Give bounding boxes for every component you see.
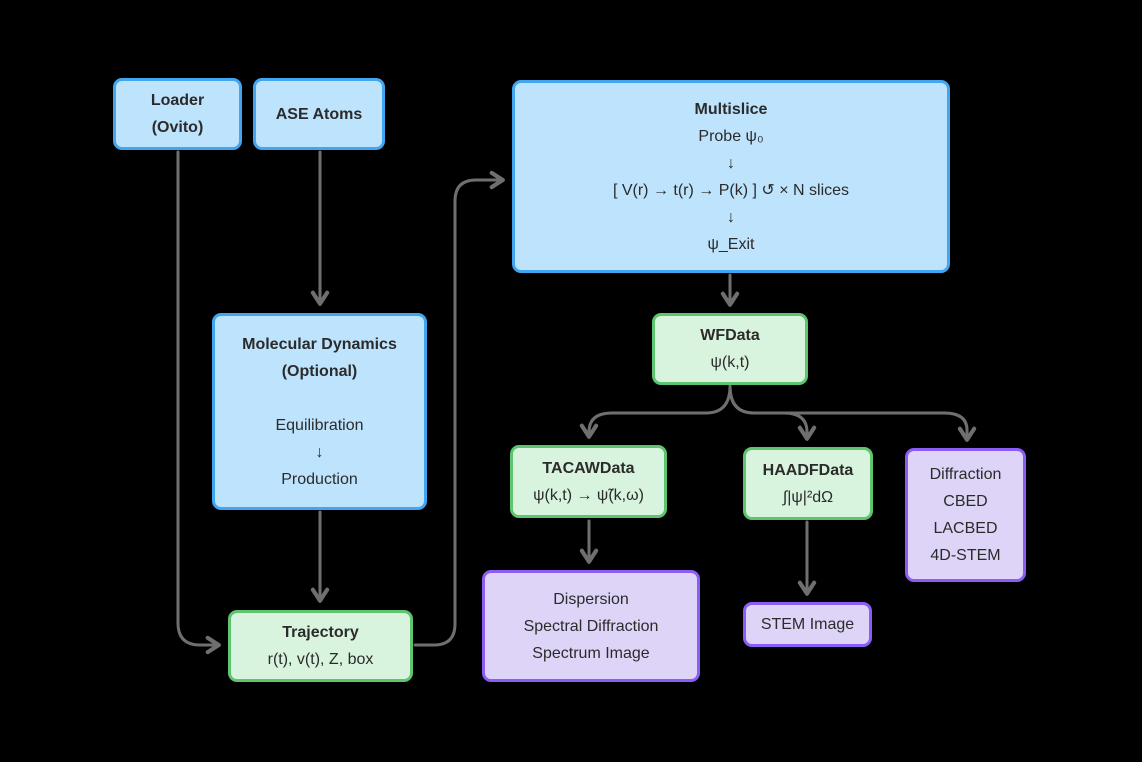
node-md-title: Molecular Dynamics (242, 335, 397, 353)
node-wfdata: WFData ψ(k,t) (652, 313, 808, 385)
down-arrow-glyph: ↓ (727, 154, 735, 172)
node-md-line: Production (281, 470, 358, 488)
node-diffraction-line: CBED (943, 493, 988, 510)
node-trajectory-title: Trajectory (282, 624, 359, 641)
node-diffraction-line: Diffraction (929, 466, 1002, 483)
node-tacawdata: TACAWData ψ(k,t) → ψ̃(k,ω) (510, 445, 667, 518)
node-loader: Loader (Ovito) (113, 78, 242, 150)
node-multislice-line: ψ_Exit (707, 235, 755, 253)
connector-wfdata-tacawdata (579, 384, 732, 439)
node-ase-atoms: ASE Atoms (253, 78, 385, 150)
node-diffraction: Diffraction CBED LACBED 4D-STEM (905, 448, 1026, 582)
node-multislice-line: Probe ψ₀ (698, 127, 764, 145)
node-diffraction-line: 4D-STEM (930, 547, 1001, 564)
node-dispersion-line: Spectral Diffraction (523, 617, 659, 635)
connector-wfdata-diffraction (728, 384, 977, 442)
node-haadfdata-title: HAADFData (762, 461, 854, 479)
node-multislice: Multislice Probe ψ₀ ↓ [ V(r) → t(r) → P(… (512, 80, 950, 273)
node-tacawdata-title: TACAWData (542, 459, 635, 477)
connector-loader-trajectory (176, 150, 221, 655)
node-stem-image-line: STEM Image (760, 616, 855, 633)
node-diffraction-line: LACBED (933, 520, 998, 537)
node-loader-line: Loader (150, 92, 205, 109)
node-wfdata-line: ψ(k,t) (710, 354, 750, 371)
down-arrow-glyph: ↓ (727, 208, 735, 226)
node-trajectory: Trajectory r(t), v(t), Z, box (228, 610, 413, 682)
node-md-title: (Optional) (281, 362, 358, 380)
down-arrow-glyph: ↓ (315, 443, 324, 461)
node-trajectory-line: r(t), v(t), Z, box (267, 651, 374, 668)
node-tacawdata-line: ψ(k,t) → ψ̃(k,ω) (533, 486, 644, 504)
node-ase-atoms-line: ASE Atoms (275, 105, 363, 123)
node-dispersion-line: Spectrum Image (532, 644, 650, 662)
node-multislice-line: [ V(r) → t(r) → P(k) ] ↺ × N slices (612, 181, 850, 199)
connector-trajectory-multislice (413, 170, 505, 647)
node-stem-image: STEM Image (743, 602, 872, 647)
node-dispersion: Dispersion Spectral Diffraction Spectrum… (482, 570, 700, 682)
node-wfdata-title: WFData (700, 327, 760, 344)
node-haadfdata: HAADFData ∫|ψ|²dΩ (743, 447, 873, 520)
node-dispersion-line: Dispersion (553, 590, 629, 608)
node-multislice-title: Multislice (694, 100, 768, 118)
node-md-line: Equilibration (275, 416, 364, 434)
node-molecular-dynamics: Molecular Dynamics (Optional) Equilibrat… (212, 313, 427, 510)
node-haadfdata-line: ∫|ψ|²dΩ (782, 488, 834, 506)
node-loader-line: (Ovito) (151, 119, 204, 136)
